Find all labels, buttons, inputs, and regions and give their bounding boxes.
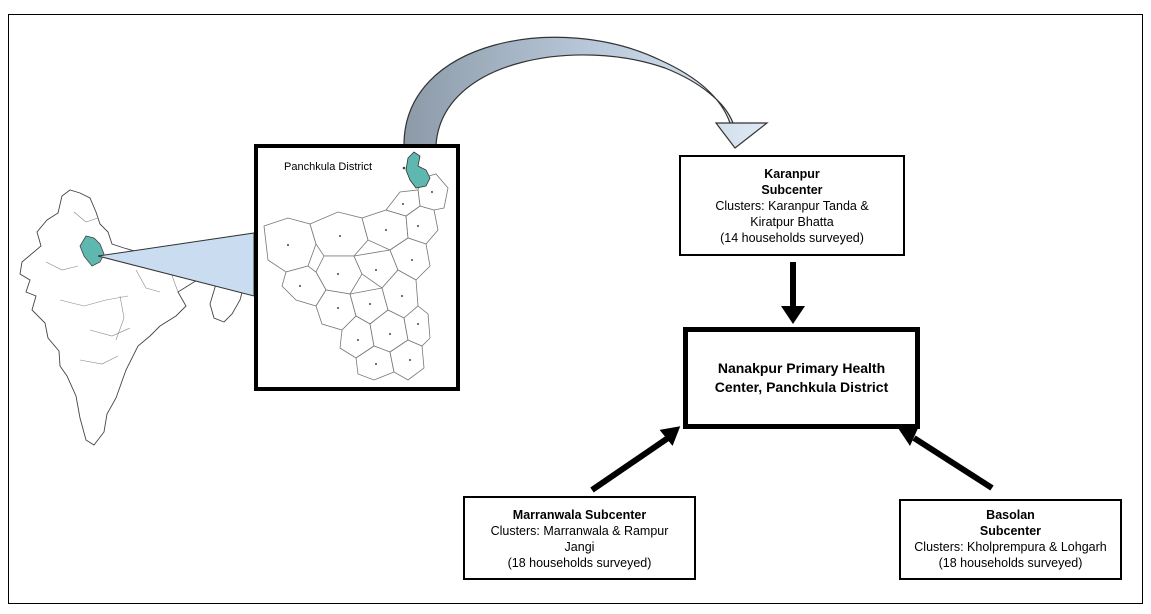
marranwala-subcenter-box: Marranwala Subcenter Clusters: Marranwal… [463,496,696,580]
basolan-households: (18 households surveyed) [938,556,1083,570]
basolan-clusters: Clusters: Kholprempura & Lohgarh [914,540,1107,554]
basolan-subcenter-box: Basolan Subcenter Clusters: Kholprempura… [899,499,1122,580]
curved-arrow [403,36,769,149]
karanpur-subcenter-box: Karanpur Subcenter Clusters: Karanpur Ta… [679,155,905,256]
basolan-title-2: Subcenter [979,524,1042,538]
figure-frame [8,14,1143,604]
india-map [19,189,249,446]
panchkula-district-map [263,151,449,381]
arrow-karanpur-to-center [781,262,805,324]
district-map-box [254,144,460,391]
marranwala-households: (18 households surveyed) [507,556,652,570]
nanakpur-center-box: Nanakpur Primary Health Center, Panchkul… [683,327,920,429]
karanpur-clusters-2: Kiratpur Bhatta [750,215,834,229]
marranwala-clusters-1: Clusters: Marranwala & Rampur [490,524,669,538]
nanakpur-highlight [405,151,431,189]
basolan-title-1: Basolan [986,508,1035,522]
marranwala-title: Marranwala Subcenter [512,508,647,522]
marranwala-clusters-2: Jangi [564,540,595,554]
center-title: Nanakpur Primary Health Center, Panchkul… [714,360,889,395]
karanpur-clusters-1: Clusters: Karanpur Tanda & [715,199,869,213]
karanpur-title-2: Subcenter [761,183,823,197]
arrow-marranwala-to-center [590,426,681,493]
haryana-highlight [79,235,105,267]
arrow-basolan-to-center [898,426,994,491]
district-label: Panchkula District [284,161,373,173]
karanpur-households: (14 households surveyed) [720,231,864,245]
karanpur-title-1: Karanpur [764,167,820,181]
